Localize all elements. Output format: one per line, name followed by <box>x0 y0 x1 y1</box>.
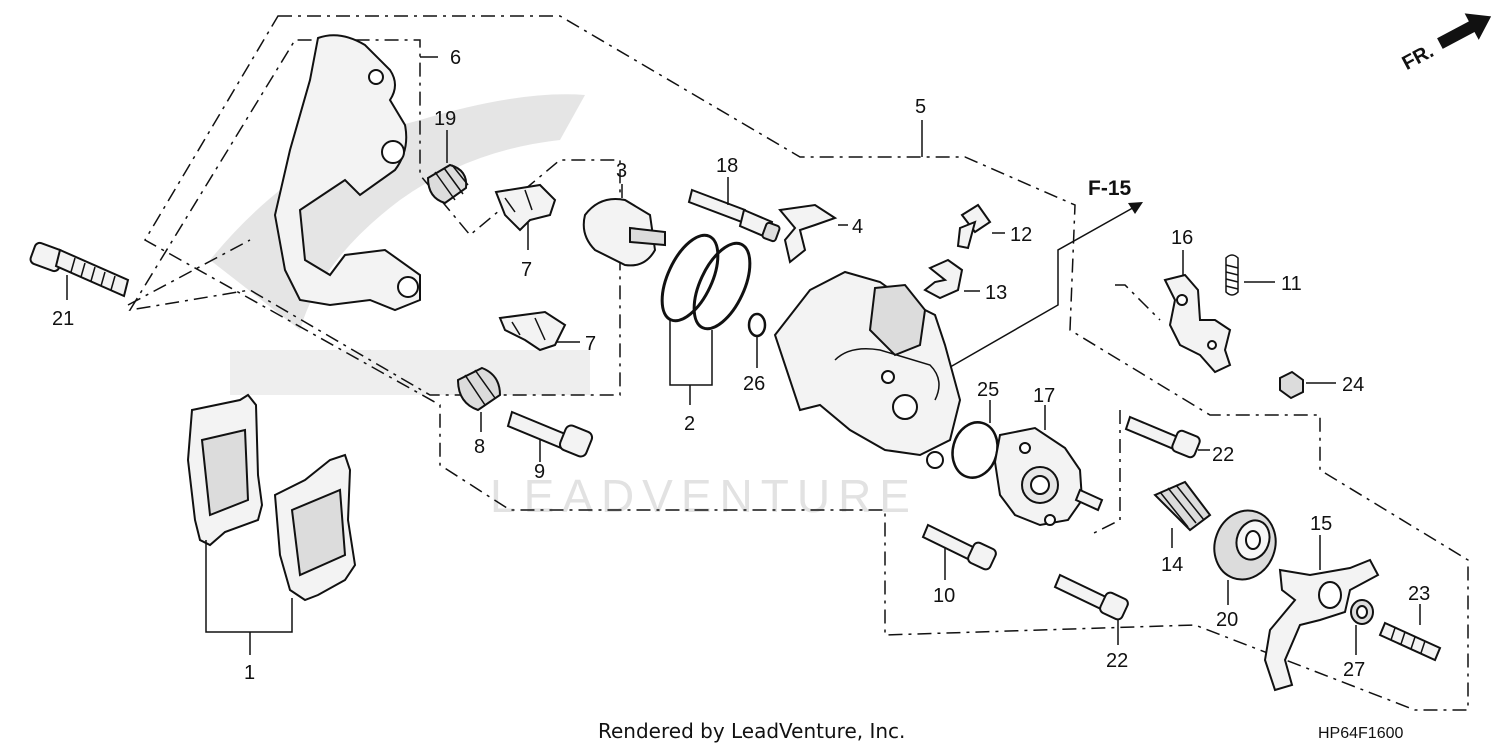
diagram-code: HP64F1600 <box>1318 725 1403 742</box>
clip-4 <box>778 203 838 264</box>
bracket-hole-pin <box>381 140 405 164</box>
bracket-hole-top <box>368 69 384 85</box>
leader-2 <box>669 320 713 405</box>
nut-27 <box>1350 599 1374 625</box>
callout-3: 3 <box>616 160 627 182</box>
direction-label: FR. <box>1399 40 1438 75</box>
callout-18: 18 <box>716 155 738 177</box>
callout-22b: 22 <box>1106 650 1128 672</box>
pad-spring-upper <box>494 183 557 232</box>
callout-2: 2 <box>684 413 695 435</box>
callout-1: 1 <box>244 662 255 684</box>
callout-25: 25 <box>977 379 999 401</box>
callout-20: 20 <box>1216 609 1238 631</box>
bleed-screw-18 <box>687 188 781 243</box>
callout-15: 15 <box>1310 513 1332 535</box>
bolt-23 <box>1378 621 1442 662</box>
arrow-right-icon <box>1437 13 1492 49</box>
callout-27: 27 <box>1343 659 1365 681</box>
piston-seal-inner <box>692 241 752 331</box>
slide-pin-9 <box>506 410 594 458</box>
reference-arrow <box>944 204 1139 371</box>
callout-8: 8 <box>474 436 485 458</box>
callout-7b: 7 <box>585 333 596 355</box>
parking-housing-17 <box>993 426 1104 527</box>
caliper-bracket <box>273 34 421 312</box>
bolt-22-lower <box>1053 573 1129 621</box>
callout-17: 17 <box>1033 385 1055 407</box>
assembly-boundary <box>143 15 1469 711</box>
spring-14 <box>1153 480 1212 532</box>
reference-label: F-15 <box>1088 177 1132 200</box>
piston-3 <box>582 198 666 267</box>
bearing-20 <box>1213 509 1277 581</box>
callout-labels: 1 2 3 4 5 6 7 7 8 9 10 11 12 13 14 15 16… <box>52 47 1430 684</box>
bolt-22-upper <box>1124 415 1201 459</box>
clip-13 <box>923 258 964 300</box>
leader-1 <box>205 540 293 655</box>
pad-spring-lower <box>498 310 567 352</box>
boot-19 <box>426 163 469 205</box>
callout-7a: 7 <box>521 259 532 281</box>
callout-23: 23 <box>1408 583 1430 605</box>
callout-26: 26 <box>743 373 765 395</box>
dash-lever-bracket <box>1089 284 1161 536</box>
piston-seal-outer <box>660 233 720 323</box>
front-direction-indicator: FR. <box>1399 13 1492 75</box>
callout-24: 24 <box>1342 374 1364 396</box>
bolt-10 <box>921 523 997 571</box>
footer-credit: Rendered by LeadVenture, Inc. <box>598 719 905 743</box>
bracket-16 <box>1163 273 1232 374</box>
lever-15 <box>1263 558 1380 692</box>
caliper-body <box>773 270 962 469</box>
arrow-head-icon <box>1128 202 1143 214</box>
bolt-12 <box>956 203 992 250</box>
callout-4: 4 <box>852 216 863 238</box>
callout-9: 9 <box>534 461 545 483</box>
callout-5: 5 <box>915 96 926 118</box>
o-ring-25 <box>951 421 999 479</box>
spring-11 <box>1225 254 1239 296</box>
callout-19: 19 <box>434 108 456 130</box>
callout-13: 13 <box>985 282 1007 304</box>
callout-11: 11 <box>1281 273 1302 295</box>
callout-14: 14 <box>1161 554 1183 576</box>
pad-group-boundary <box>128 39 621 396</box>
boot-8 <box>456 366 502 412</box>
callout-6: 6 <box>450 47 461 69</box>
callout-10: 10 <box>933 585 955 607</box>
washer-26 <box>747 312 767 338</box>
brake-pad-front <box>186 393 264 547</box>
dash-bolt-21 <box>127 239 251 306</box>
brake-pad-rear <box>273 453 357 602</box>
callout-16: 16 <box>1171 227 1193 249</box>
nut-24 <box>1279 370 1304 400</box>
watermark-text: LEADVENTURE <box>490 470 918 522</box>
callout-21: 21 <box>52 308 74 330</box>
bracket-hole-slide <box>397 276 419 298</box>
callout-22a: 22 <box>1212 444 1234 466</box>
callout-12: 12 <box>1010 224 1032 246</box>
bolt-21 <box>29 241 130 298</box>
